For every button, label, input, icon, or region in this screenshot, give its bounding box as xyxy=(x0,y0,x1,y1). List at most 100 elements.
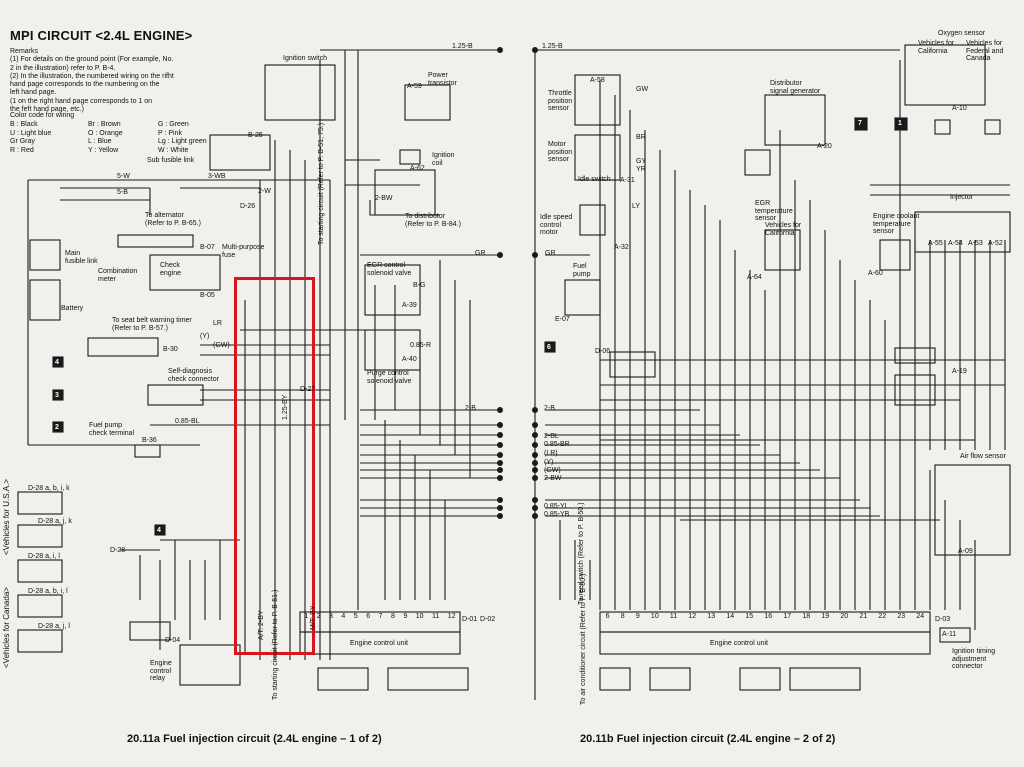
oxygen-sensor-label: Oxygen sensor xyxy=(938,30,986,37)
color-code-entry: O : Orange xyxy=(88,129,123,137)
connector-tag: A-39 xyxy=(402,302,417,309)
connector-tag: A-40 xyxy=(402,356,417,363)
d28-variant-label: D-28 a, j, l xyxy=(38,623,70,630)
pin-number: 18 xyxy=(802,613,811,620)
right-ecu-pin-row: 6 8 9 10 11 12 13 14 15 16 17 18 19 20 2… xyxy=(600,613,930,620)
pin-number: 3 xyxy=(329,613,333,620)
color-code-entry: Gr Gray xyxy=(10,138,35,145)
ground-point-label: 6 xyxy=(547,344,551,351)
remarks-line: 2 in the illustration) refer to P. B-4. xyxy=(10,64,116,72)
pin-number: 16 xyxy=(764,613,773,620)
coolant-temp-label: Engine coolant temperature sensor xyxy=(873,213,920,235)
connector-tag: D-27 xyxy=(300,386,316,393)
pin-number: 1 xyxy=(304,613,309,620)
remarks-line: (2) In the illustration, the numbered wi… xyxy=(10,72,174,80)
self-diagnosis-label: Self-diagnosis check connector xyxy=(168,368,219,383)
ignition-switch-label: Ignition switch xyxy=(283,55,327,62)
color-code-entry: L : Blue xyxy=(88,138,112,145)
wire-label: LR xyxy=(213,320,222,327)
remarks-line: (1) For details on the ground point (For… xyxy=(10,56,174,64)
highlight-box xyxy=(234,277,315,655)
wire-label: 5-W xyxy=(117,173,130,180)
color-code-entry: Lg : Light green xyxy=(158,138,207,145)
pin-number: 13 xyxy=(707,613,716,620)
connector-tag: A-52 xyxy=(988,240,1003,247)
color-code-entry: R : Red xyxy=(10,146,34,154)
connector-tag: D-01 xyxy=(462,616,478,623)
connector-tag: A-53 xyxy=(968,240,983,247)
purge-control-label: Purge control solenoid valve xyxy=(367,370,412,385)
vehicles-canada-label: <Vehicles for Canada> xyxy=(2,587,11,668)
wire-label: YR xyxy=(636,166,646,173)
remarks-line: hand page corresponds to the numbering o… xyxy=(10,81,160,89)
connector-tag: A-54 xyxy=(948,240,963,247)
remarks-line: (1 on the right hand page corresponds to… xyxy=(10,97,153,105)
wire-label: LY xyxy=(632,203,641,210)
to-seat-belt-label: To seat belt warning timer (Refer to P. … xyxy=(112,317,192,332)
pin-number: 10 xyxy=(650,613,659,620)
right-figure-caption: 20.11b Fuel injection circuit (2.4L engi… xyxy=(580,733,836,745)
pin-number: 15 xyxy=(745,613,754,620)
pin-number: 11 xyxy=(669,613,678,620)
power-transistor-label: Power transistor xyxy=(428,72,457,87)
color-code-entry: B : Black xyxy=(10,121,38,128)
wire-label: 2-BW xyxy=(544,475,562,482)
connector-tag: A-64 xyxy=(747,274,762,281)
right-ecu-label: Engine control unit xyxy=(710,640,768,647)
wire-label: 2-BL xyxy=(544,433,559,440)
ground-point-label: 1 xyxy=(898,120,902,127)
left-ecu-pin-row: 1 2 3 4 5 6 7 8 9 10 11 12 xyxy=(300,613,460,620)
wire-label: GW xyxy=(636,86,649,93)
connector-tag: A-55 xyxy=(928,240,943,247)
wire-label: 2-B xyxy=(465,405,476,412)
color-code-entry: Y : Yellow xyxy=(88,146,119,154)
pin-number: 2 xyxy=(316,613,321,620)
wire-label: 3-WB xyxy=(208,173,226,180)
wire-label: (GW) xyxy=(213,342,230,349)
pin-number: 20 xyxy=(840,613,849,620)
pin-number: 7 xyxy=(378,613,383,620)
wire-label: (Y) xyxy=(200,333,210,340)
wire-label: (GW) xyxy=(544,467,561,474)
battery-label: Battery xyxy=(61,305,84,312)
left-figure-caption: 20.11a Fuel injection circuit (2.4L engi… xyxy=(127,733,382,745)
pin-number: 21 xyxy=(859,613,868,620)
fuel-pump-check-label: Fuel pump check terminal xyxy=(89,422,135,437)
color-code-entry: U : Light blue xyxy=(10,129,52,137)
connector-tag: A-31 xyxy=(620,177,635,184)
ground-point-label: 4 xyxy=(55,359,59,366)
d28-variant-label: D-28 a, i, l xyxy=(28,553,60,560)
egr-control-label: EGR control solenoid valve xyxy=(367,262,412,277)
wire-label: 5-B xyxy=(117,189,128,196)
multi-purpose-fuse-label: Multi-purpose fuse xyxy=(222,244,265,259)
connector-tag: E-07 xyxy=(555,316,570,323)
ground-point-label: 7 xyxy=(858,120,862,127)
wire-label: 0.85-YB xyxy=(544,511,570,518)
page-title: MPI CIRCUIT <2.4L ENGINE> xyxy=(10,28,193,43)
pin-number: 22 xyxy=(878,613,887,620)
d28-variant-label: D-28 a, j, k xyxy=(38,518,72,525)
wire-label: B-G xyxy=(413,282,426,289)
wire-label: (LR) xyxy=(544,450,558,457)
connector-tag: A-19 xyxy=(952,368,967,375)
connector-tag: A-58 xyxy=(590,77,605,84)
pin-number: 23 xyxy=(897,613,906,620)
wire-label: 0.85-YL xyxy=(544,503,569,510)
remarks-line: Remarks xyxy=(10,48,39,55)
pin-number: 17 xyxy=(783,613,792,620)
wire-label: 2-B xyxy=(544,405,555,412)
connector-tag: A-20 xyxy=(817,143,832,150)
connector-tag: A-59 xyxy=(407,83,422,90)
check-engine-label: Check engine xyxy=(160,262,182,277)
pin-number: 9 xyxy=(403,613,408,620)
connector-tag: D-03 xyxy=(935,616,951,623)
connector-tag: D-04 xyxy=(165,637,181,644)
connector-tag: B-25 xyxy=(248,132,263,139)
wire-label: GR xyxy=(545,250,556,257)
combination-meter-label: Combination meter xyxy=(98,268,138,283)
pin-number: 8 xyxy=(390,613,395,620)
left-ecu-label: Engine control unit xyxy=(350,640,408,647)
connector-tag: A-11 xyxy=(942,631,957,638)
pin-number: 6 xyxy=(366,613,371,620)
